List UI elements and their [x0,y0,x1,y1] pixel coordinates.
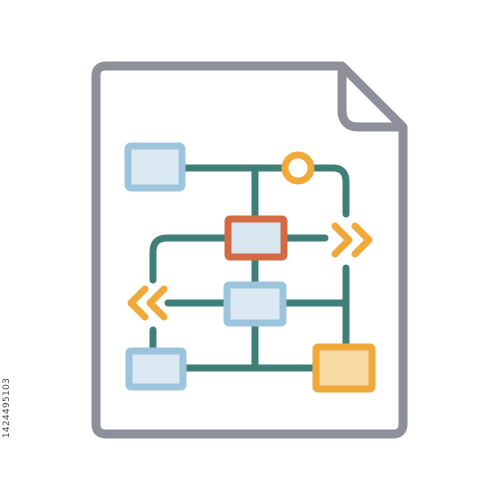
connector-top-right [307,164,350,218]
node-bottom-left [125,347,187,391]
node-center-red [224,215,288,261]
node-middle [223,281,287,327]
node-bottom-right [312,343,376,393]
chevron-right-icon [331,222,373,258]
folded-corner-icon [337,66,403,132]
connector-left-upper [149,234,231,284]
circle-node-icon [281,151,315,185]
stock-id-label: 1424495103 [2,377,12,439]
node-top-left [124,142,186,192]
connector-lines [149,164,350,372]
document-outline [91,61,408,439]
chevron-left-icon [127,285,168,321]
